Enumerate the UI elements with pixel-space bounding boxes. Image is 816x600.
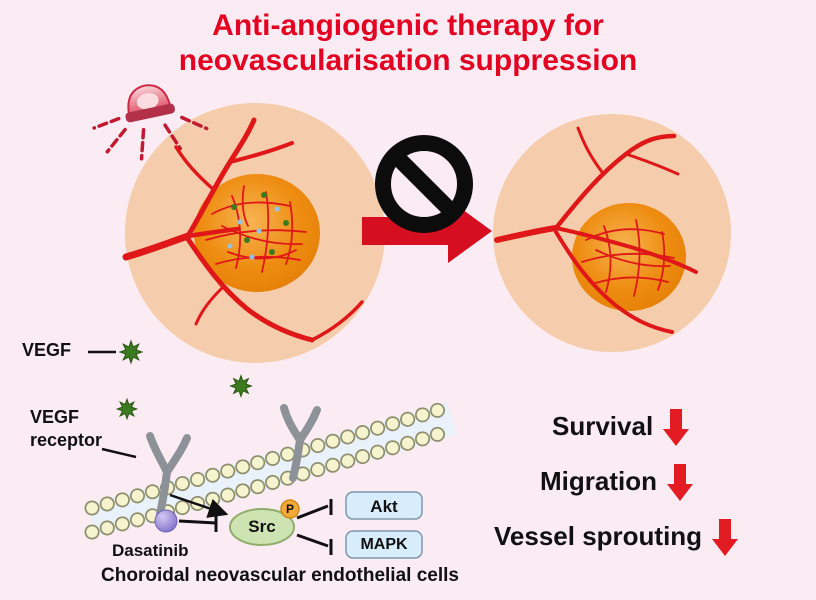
mapk-label: MAPK <box>360 536 408 553</box>
eye-before-treatment <box>122 103 385 363</box>
src-to-akt-inhibition-line <box>296 499 333 520</box>
outcome-label: Survival <box>552 410 654 441</box>
figure-title: Anti-angiogenic therapy for neovasculari… <box>0 8 816 79</box>
down-arrow-icon <box>712 519 739 556</box>
dasatinib-label: Dasatinib <box>112 541 189 560</box>
phospho-label: P <box>285 502 294 516</box>
dasatinib-inhibition-line <box>178 514 218 532</box>
eye-after-treatment <box>493 114 731 352</box>
receptor-pointer-line <box>101 447 137 459</box>
vegf-receptor-icon <box>146 404 321 518</box>
vessels-left <box>122 117 364 343</box>
down-arrow-icon <box>663 409 690 446</box>
title-line-1: Anti-angiogenic therapy for <box>212 9 604 42</box>
outcome-survival: Survival <box>552 406 690 446</box>
vegf-dots-left <box>227 192 289 260</box>
outcome-label: Migration <box>540 465 657 496</box>
akt-label: Akt <box>370 497 398 516</box>
cell-membrane <box>84 398 460 540</box>
src-to-mapk-inhibition-line <box>296 533 333 555</box>
cells-caption: Choroidal neovascular endothelial cells <box>101 565 459 586</box>
title-line-2: neovascularisation suppression <box>178 44 638 78</box>
vegf-receptor-label: VEGF receptor <box>30 407 103 450</box>
cnv-lesion-right <box>572 203 686 311</box>
light-source-icon <box>92 84 209 161</box>
down-arrow-icon <box>667 464 693 501</box>
dasatinib-molecule-icon <box>154 509 178 533</box>
signaling-pathway <box>154 491 423 559</box>
akt-box <box>345 491 423 520</box>
mapk-box <box>345 530 423 559</box>
prohibition-icon <box>375 135 473 233</box>
src-label: Src <box>248 517 276 536</box>
receptor-to-src-arrow <box>169 493 229 518</box>
vegf-label: VEGF <box>22 340 72 360</box>
outcome-migration: Migration <box>540 461 693 501</box>
vessels-right <box>494 126 698 334</box>
outcome-vessel-sprouting: Vessel sprouting <box>494 516 739 556</box>
outcome-label: Vessel sprouting <box>494 520 703 551</box>
src-node <box>229 508 295 546</box>
cnv-lesion-left <box>194 174 320 292</box>
phospho-badge <box>280 499 300 519</box>
